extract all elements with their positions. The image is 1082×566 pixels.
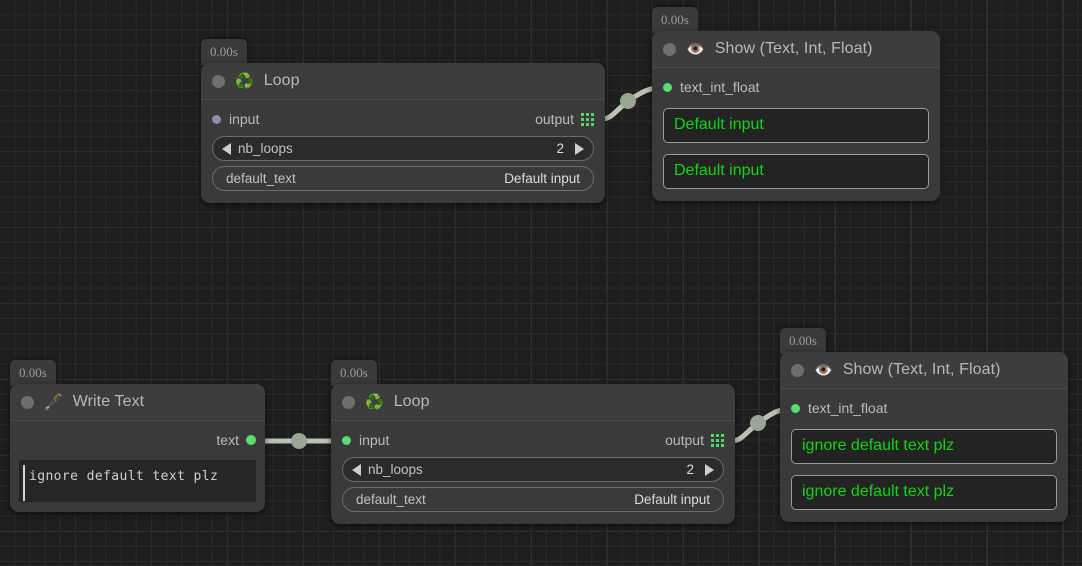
param-value: Default input [634, 492, 710, 507]
param-name: default_text [226, 171, 296, 186]
node-time-badge: 0.00s [331, 360, 377, 386]
text-caret [23, 465, 25, 501]
wire-reroute-handle[interactable] [620, 93, 636, 109]
node-show-top[interactable]: 👁️ Show (Text, Int, Float) text_int_floa… [652, 31, 940, 201]
node-loop-top[interactable]: ♻️ Loop input output nb_loops 2 [201, 63, 605, 203]
port-row: input output [342, 430, 724, 450]
input-port[interactable]: input [212, 111, 259, 127]
param-value: 2 [556, 141, 564, 156]
stepper-increment-icon[interactable] [705, 463, 714, 476]
param-nb-loops-stepper[interactable]: nb_loops 2 [212, 136, 594, 161]
port-row: text_int_float [663, 77, 929, 97]
node-header[interactable]: 👁️ Show (Text, Int, Float) [652, 31, 940, 68]
node-status-dot[interactable] [212, 74, 225, 88]
input-port-dot[interactable] [212, 114, 221, 124]
node-time-badge: 0.00s [201, 39, 247, 65]
node-status-dot[interactable] [663, 42, 676, 56]
input-port[interactable]: input [342, 432, 389, 448]
node-write-text[interactable]: 🖋️ Write Text text ignore default text p… [10, 384, 265, 512]
recycle-icon: ♻️ [235, 72, 254, 90]
show-output-box: ignore default text plz [791, 429, 1057, 464]
param-nb-loops-stepper[interactable]: nb_loops 2 [342, 457, 724, 482]
node-body: input output nb_loops 2 default_text Def… [331, 421, 735, 524]
node-status-dot[interactable] [342, 395, 355, 409]
node-show-bottom[interactable]: 👁️ Show (Text, Int, Float) text_int_floa… [780, 352, 1068, 522]
param-name: default_text [356, 492, 426, 507]
param-value: Default input [504, 171, 580, 186]
input-port[interactable]: text_int_float [663, 79, 759, 95]
show-output-box: ignore default text plz [791, 475, 1057, 510]
port-row: input output [212, 109, 594, 129]
param-name: nb_loops [368, 462, 423, 477]
list-grid-icon [581, 112, 594, 126]
port-row: text [19, 430, 256, 450]
input-port-label: input [359, 432, 390, 448]
node-time-badge: 0.00s [652, 7, 698, 33]
input-port-dot[interactable] [663, 82, 672, 92]
eye-icon: 👁️ [686, 40, 705, 58]
node-body: text_int_float ignore default text plz i… [780, 389, 1068, 522]
output-port[interactable]: text [216, 432, 256, 448]
node-loop-bottom[interactable]: ♻️ Loop input output nb_loops 2 [331, 384, 735, 524]
write-text-input[interactable]: ignore default text plz [19, 460, 256, 502]
node-time-badge: 0.00s [780, 328, 826, 354]
port-row: text_int_float [791, 398, 1057, 418]
node-title: Loop [263, 72, 300, 89]
wire-loop-bottom-to-show-bottom [727, 406, 789, 444]
output-port-label: output [535, 111, 574, 127]
stepper-decrement-icon[interactable] [222, 142, 231, 155]
stepper-decrement-icon[interactable] [352, 463, 361, 476]
node-status-dot[interactable] [21, 395, 34, 409]
input-port[interactable]: text_int_float [791, 400, 887, 416]
wire-reroute-handle[interactable] [750, 415, 766, 431]
fountain-pen-icon: 🖋️ [44, 393, 63, 411]
recycle-icon: ♻️ [365, 393, 384, 411]
param-default-text-field[interactable]: default_text Default input [342, 487, 724, 512]
node-header[interactable]: ♻️ Loop [331, 384, 735, 421]
input-port-dot[interactable] [791, 403, 800, 413]
stepper-increment-icon[interactable] [575, 142, 584, 155]
list-grid-icon [711, 433, 724, 447]
node-status-dot[interactable] [791, 363, 804, 377]
show-output-box: Default input [663, 108, 929, 143]
show-output-box: Default input [663, 154, 929, 189]
param-value: 2 [686, 462, 694, 477]
node-title: Loop [393, 393, 430, 410]
node-body: text_int_float Default input Default inp… [652, 68, 940, 201]
output-port-dot[interactable] [246, 435, 256, 445]
node-body: input output nb_loops 2 default_text Def… [201, 100, 605, 203]
wire-loop-top-to-show-top [598, 85, 659, 122]
output-port-label: text [216, 432, 239, 448]
output-port-label: output [665, 432, 704, 448]
param-default-text-field[interactable]: default_text Default input [212, 166, 594, 191]
input-port-label: input [229, 111, 260, 127]
node-title: Write Text [72, 393, 145, 410]
wire-reroute-handle[interactable] [291, 433, 307, 449]
output-port[interactable]: output [665, 432, 724, 448]
input-port-dot[interactable] [342, 435, 351, 445]
input-port-label: text_int_float [680, 79, 760, 95]
node-body: text ignore default text plz [10, 421, 265, 512]
node-header[interactable]: 👁️ Show (Text, Int, Float) [780, 352, 1068, 389]
output-port[interactable]: output [535, 111, 594, 127]
node-title: Show (Text, Int, Float) [714, 40, 873, 57]
node-time-badge: 0.00s [10, 360, 56, 386]
param-name: nb_loops [238, 141, 293, 156]
input-port-label: text_int_float [808, 400, 888, 416]
node-header[interactable]: 🖋️ Write Text [10, 384, 265, 421]
write-text-value: ignore default text plz [29, 469, 219, 484]
eye-icon: 👁️ [814, 361, 833, 379]
node-header[interactable]: ♻️ Loop [201, 63, 605, 100]
node-title: Show (Text, Int, Float) [842, 361, 1001, 378]
